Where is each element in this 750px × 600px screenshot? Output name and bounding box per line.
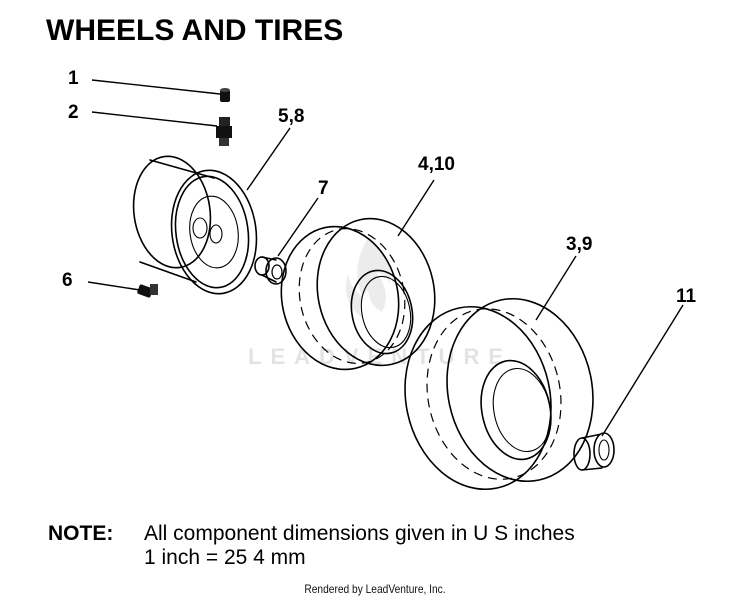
bushing-washer-part[interactable] (254, 256, 287, 285)
callout-3-9: 3,9 (566, 234, 592, 255)
callout-6: 6 (62, 270, 73, 291)
callout-7: 7 (318, 178, 329, 199)
valve-cap-part[interactable] (220, 88, 230, 102)
callout-4-10: 4,10 (418, 154, 455, 175)
note-label: NOTE: (48, 522, 114, 545)
bolt-part[interactable] (137, 284, 158, 298)
leader-lines (87, 79, 684, 437)
callout-1: 1 (68, 68, 79, 89)
front-tire-part[interactable] (268, 208, 448, 381)
rear-tire-part[interactable] (388, 285, 609, 503)
dimension-note: NOTE: All component dimensions given in U… (48, 522, 575, 570)
watermark-logo: LEADVENTURE (248, 238, 503, 369)
callout-2: 2 (68, 102, 79, 123)
note-line-2: 1 inch = 25 4 mm (144, 546, 306, 569)
note-line-1: All component dimensions given in U S in… (144, 522, 575, 545)
page-title: WHEELS AND TIRES (46, 14, 344, 47)
valve-stem-part[interactable] (216, 117, 232, 146)
footer-credit: Rendered by LeadVenture, Inc. (304, 582, 446, 596)
callout-5-8: 5,8 (278, 106, 304, 127)
wheel-rim-part[interactable] (127, 151, 265, 299)
callout-11: 11 (676, 286, 697, 307)
bearing-part[interactable] (573, 432, 615, 471)
